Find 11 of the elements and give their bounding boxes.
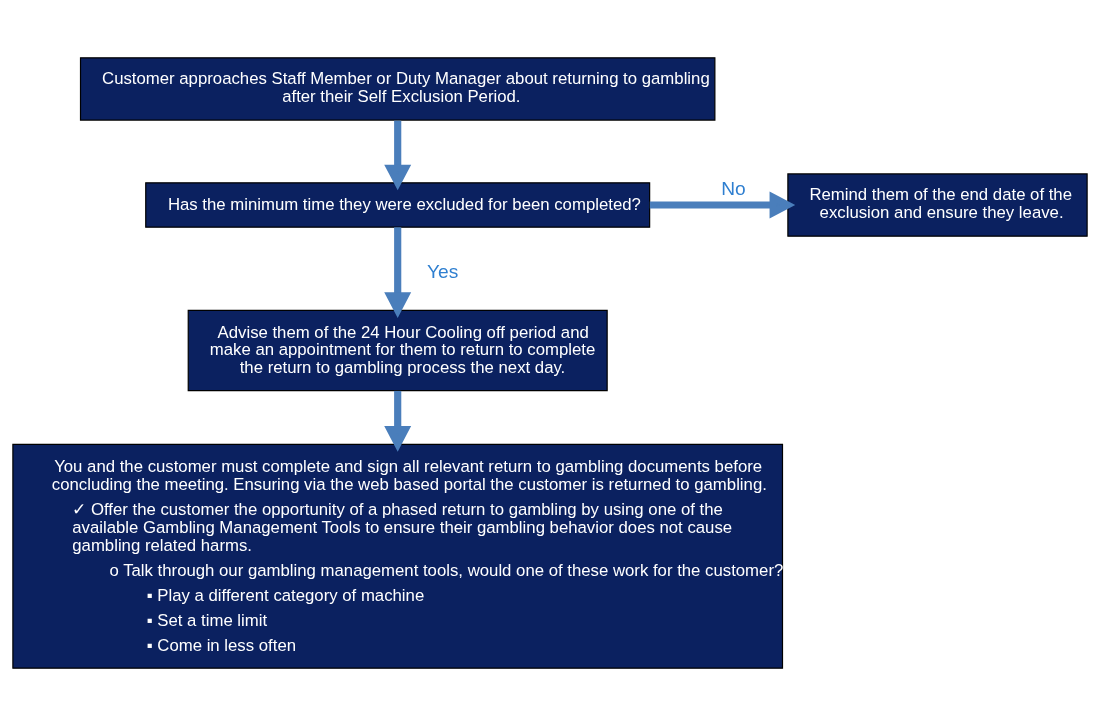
arrow	[649, 191, 796, 219]
arrow	[384, 120, 412, 191]
arrow	[384, 390, 412, 452]
node-box: Advise them of the 24 Hour Cooling off period and make an appointment for them to return to complete the return to gambling process the next day.	[187, 309, 608, 392]
node-box: You and the customer must complete and sign all relevant return to gambling documents before concluding the meeting. Ensuring via the web based portal the customer is returned to gambling. ✓ Offer the customer the opportunity of a phased return to gambling by using one of the available Gambling Management Tools to ensure their gambling behavior does not cause gambling related harms. o Talk through our gambling management tools, would one of these work for the customer? ▪ Play a different category of machine ▪ Set a time limit ▪ Come in less often	[12, 443, 784, 669]
node-box: Remind them of the end date of the exclusion and ensure they leave.	[787, 173, 1088, 237]
edge-label: No	[721, 178, 746, 200]
arrow	[384, 227, 412, 318]
node-box: Customer approaches Staff Member or Duty Manager about returning to gambling after their Self Exclusion Period.	[79, 57, 716, 121]
node-box: Has the minimum time they were excluded for been completed?	[145, 182, 651, 228]
edge-label: Yes	[427, 260, 459, 282]
